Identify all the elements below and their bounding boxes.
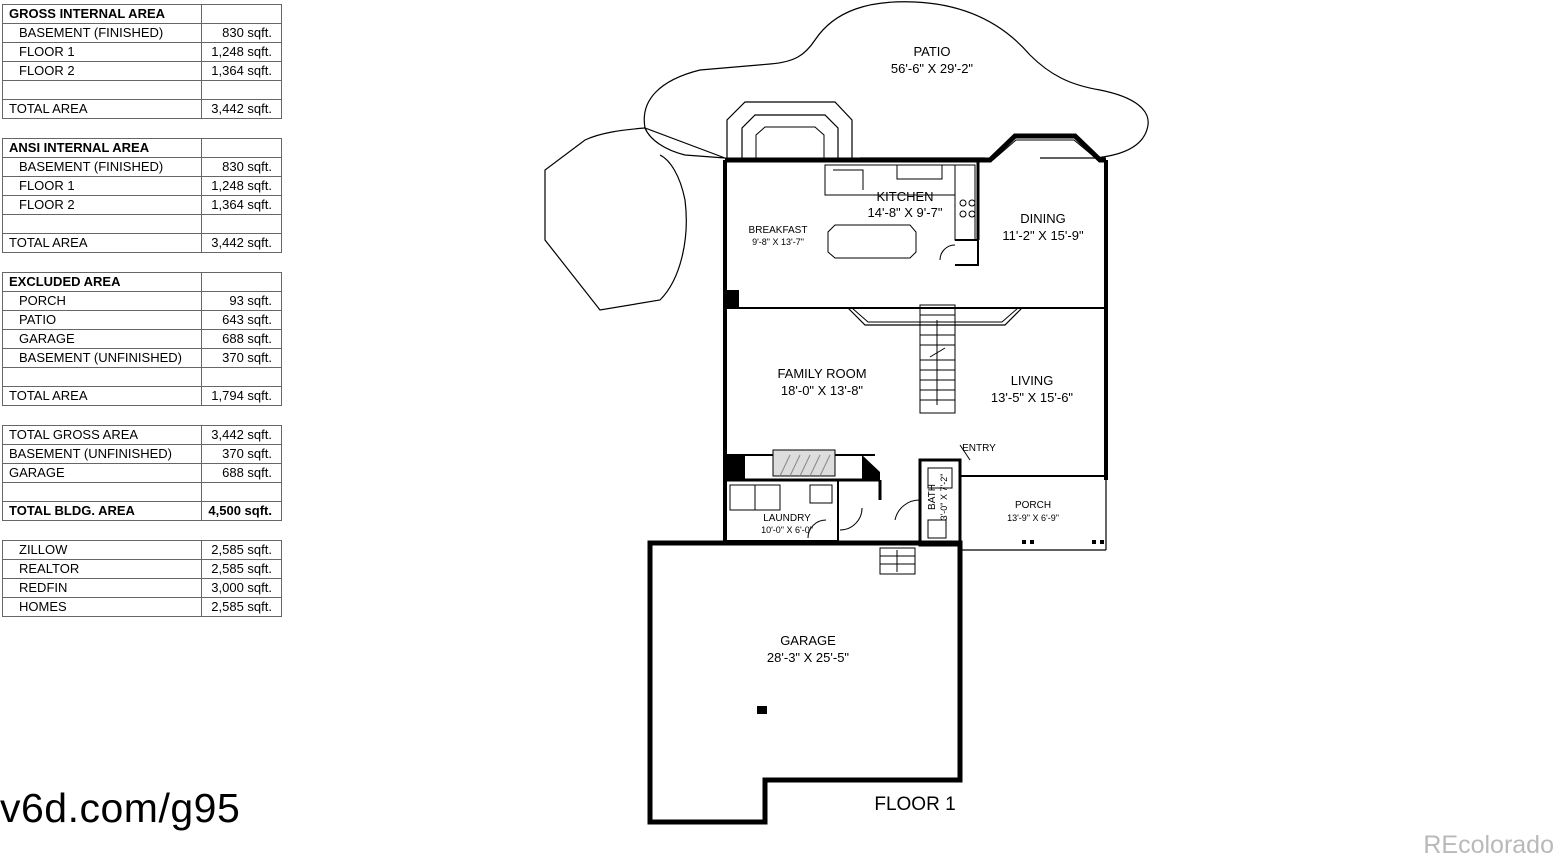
family-room-dims: 18'-0" X 13'-8" [781,383,864,398]
kitchen-name: KITCHEN [876,189,933,204]
entry-name: ENTRY [962,443,996,454]
laundry-dims: 10'-0" X 6'-0" [761,525,813,535]
table-row: BASEMENT (FINISHED)830 sqft. [2,23,282,43]
row-value: 1,248 sqft. [201,42,282,62]
floor-label: FLOOR 1 [874,794,955,815]
bath-fixtures [894,444,971,539]
row-label: TOTAL AREA [2,99,202,119]
row-label: TOTAL BLDG. AREA [2,501,202,521]
laundry-name: LAUNDRY [763,513,811,524]
row-label: TOTAL AREA [2,386,202,406]
row-label: BASEMENT (UNFINISHED) [2,444,202,464]
bath-dims: 3'-0" X 7'-2" [939,474,949,521]
family-room-name: FAMILY ROOM [777,366,866,381]
breakfast-name: BREAKFAST [749,225,808,236]
table-row: BASEMENT (UNFINISHED)370 sqft. [2,444,282,464]
living-dims: 13'-5" X 15'-6" [991,390,1074,405]
small-markers [757,540,1104,714]
walls [647,133,1108,825]
table-header: ANSI INTERNAL AREA [2,138,282,158]
row-value: 3,442 sqft. [201,233,282,253]
table-header: GROSS INTERNAL AREA [2,4,282,24]
breakfast-dims: 9'-8" X 13'-7" [752,237,804,247]
watermark: REcolorado [1423,831,1554,859]
garage-name: GARAGE [780,633,836,648]
kitchen-fixtures [824,164,976,261]
patio-name: PATIO [913,44,950,59]
row-value: 4,500 sqft. [201,501,282,521]
row-value: 1,364 sqft. [201,61,282,81]
row-value: 643 sqft. [201,310,282,330]
row-label: TOTAL AREA [2,233,202,253]
fireplace [725,290,880,480]
garage-dims: 28'-3" X 25'-5" [767,650,850,665]
stairs [879,304,956,575]
row-value: 3,000 sqft. [201,578,282,598]
dining-dims: 11'-2" X 15'-9" [1002,228,1084,243]
dining-name: DINING [1020,211,1066,226]
laundry-fixtures [729,484,863,539]
tour-url[interactable]: v6d.com/g95 [0,785,241,831]
row-value: 370 sqft. [201,444,282,464]
row-value: 1,248 sqft. [201,176,282,196]
porch-dims: 13'-9" X 6'-9" [1007,513,1059,523]
row-value: 3,442 sqft. [201,425,282,445]
bay-window [726,101,853,160]
table-header-label: ANSI INTERNAL AREA [2,138,202,158]
row-value: 1,794 sqft. [201,386,282,406]
row-value: 3,442 sqft. [201,99,282,119]
patio-outline [544,1,1149,311]
patio-dims: 56'-6" X 29'-2" [891,61,974,76]
living-name: LIVING [1011,373,1054,388]
bath-name: BATH [927,484,938,510]
row-value: 2,585 sqft. [201,597,282,617]
row-label: PORCH [2,291,202,311]
porch-name: PORCH [1015,500,1051,511]
kitchen-dims: 14'-8" X 9'-7" [868,205,943,220]
